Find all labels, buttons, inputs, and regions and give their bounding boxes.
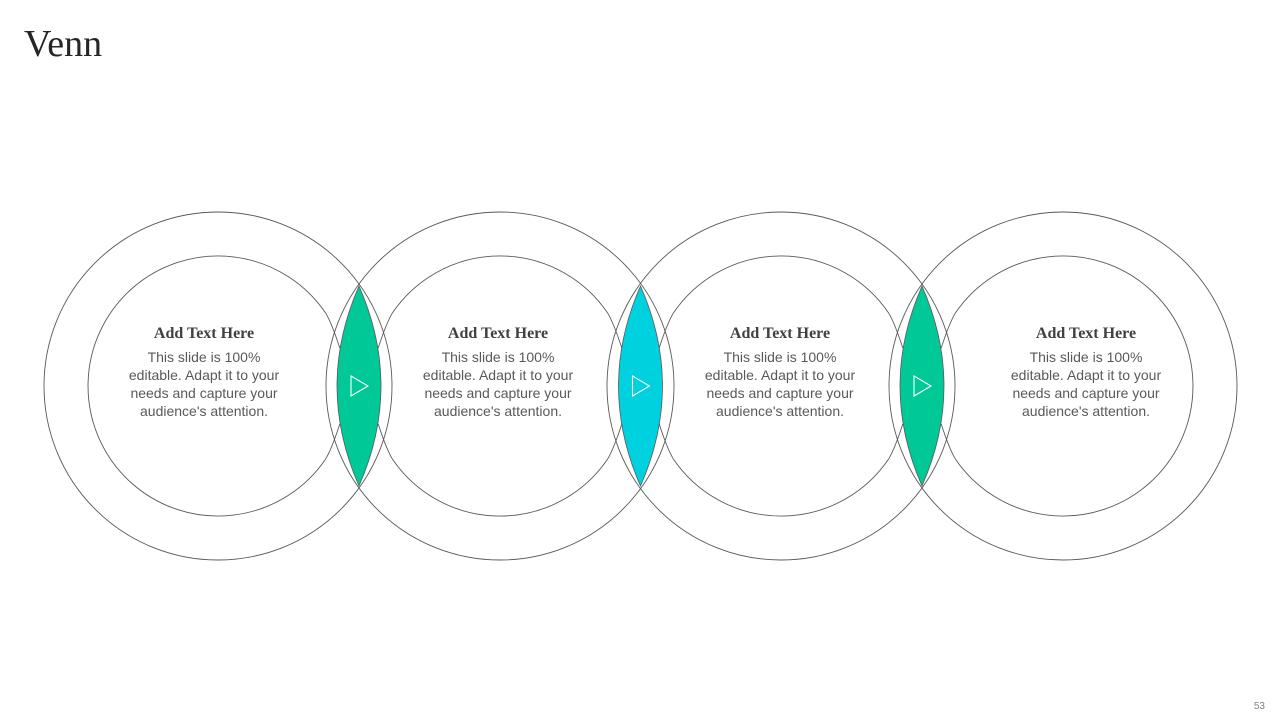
outer-ring-3 [606, 211, 956, 561]
inner-connector [940, 423, 956, 459]
inner-connector [607, 423, 623, 459]
icon-group [350, 375, 933, 397]
outer-ring-1 [43, 211, 393, 561]
inner-connector [658, 313, 674, 349]
text-block-1: Add Text Here This slide is 100% editabl… [124, 324, 284, 421]
play-triangle-icon [350, 375, 370, 397]
inner-arc-1-1 [87, 255, 327, 517]
lens-2 [618, 285, 663, 487]
inner-arc-2-1 [391, 458, 609, 517]
inner-rings [87, 255, 1194, 517]
block-body: This slide is 100% editable. Adapt it to… [704, 349, 856, 419]
page-number: 53 [1253, 701, 1265, 712]
lens-3 [899, 285, 945, 487]
play-triangle-icon [913, 375, 933, 397]
inner-connector [325, 313, 341, 349]
block-heading: Add Text Here [153, 325, 255, 342]
inner-arc-3-1 [672, 458, 890, 517]
block-body: This slide is 100% editable. Adapt it to… [128, 349, 280, 419]
block-body: This slide is 100% editable. Adapt it to… [422, 349, 574, 419]
inner-connector [888, 313, 904, 349]
text-block-2: Add Text Here This slide is 100% editabl… [418, 324, 578, 421]
text-block-4: Add Text Here This slide is 100% editabl… [1006, 324, 1166, 421]
inner-connector [325, 423, 341, 459]
inner-arc-3-2 [672, 255, 890, 314]
inner-arc-2-2 [391, 255, 609, 314]
block-body: This slide is 100% editable. Adapt it to… [1010, 349, 1162, 419]
inner-connector [607, 313, 623, 349]
inner-arc-4-1 [954, 255, 1194, 517]
inner-connector [377, 313, 393, 349]
lens-1 [336, 285, 382, 487]
inner-connector [377, 423, 393, 459]
inner-connector [940, 313, 956, 349]
lens-group [336, 285, 945, 487]
text-block-3: Add Text Here This slide is 100% editabl… [700, 324, 860, 421]
slide-title: Venn [24, 23, 103, 65]
play-triangle-icon [631, 375, 651, 397]
outer-ring-4 [888, 211, 1238, 561]
inner-connector [888, 423, 904, 459]
block-heading: Add Text Here [447, 325, 549, 342]
block-heading: Add Text Here [729, 325, 831, 342]
outer-ring-2 [325, 211, 675, 561]
inner-connector [658, 423, 674, 459]
block-heading: Add Text Here [1035, 325, 1137, 342]
outer-rings [43, 211, 1238, 561]
